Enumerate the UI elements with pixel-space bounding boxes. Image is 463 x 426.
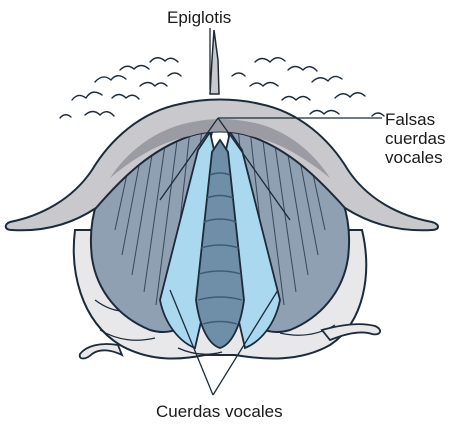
label-epiglottis: Epiglotis: [167, 8, 231, 27]
label-false-vocal-cords-line1: Falsas: [385, 110, 445, 129]
label-false-vocal-cords-line3: vocales: [385, 148, 445, 167]
median-fold: [210, 30, 219, 94]
left-arytenoid-curl: [80, 344, 122, 358]
label-vocal-cords: Cuerdas vocales: [156, 402, 283, 421]
label-false-vocal-cords-line2: cuerdas: [385, 129, 445, 148]
label-false-vocal-cords: Falsas cuerdas vocales: [385, 110, 445, 167]
